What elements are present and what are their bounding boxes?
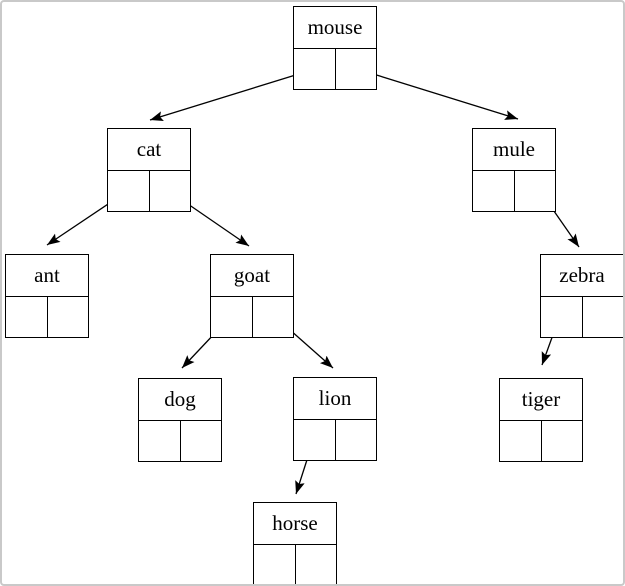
node-label: goat [211,255,293,297]
pointer-cells [541,297,623,337]
tree-node-tiger: tiger [499,378,583,462]
right-pointer-cell [336,420,377,460]
tree-node-mule: mule [472,128,556,212]
right-pointer-cell [336,49,377,89]
left-pointer-cell [500,421,542,461]
node-label: mouse [294,7,376,49]
right-pointer-cell [150,171,191,211]
tree-node-goat: goat [210,254,294,338]
left-pointer-cell [6,297,48,337]
tree-node-horse: horse [253,502,337,584]
pointer-cells [294,49,376,89]
pointer-cells [473,171,555,211]
pointer-cells [211,297,293,337]
left-pointer-cell [473,171,515,211]
tree-node-mouse: mouse [293,6,377,90]
tree-node-ant: ant [5,254,89,338]
node-label: zebra [541,255,623,297]
node-label: tiger [500,379,582,421]
left-pointer-cell [254,545,296,584]
node-label: cat [108,129,190,171]
left-pointer-cell [211,297,253,337]
right-pointer-cell [181,421,222,461]
left-pointer-cell [108,171,150,211]
pointer-cells [254,545,337,584]
node-label: lion [294,378,376,420]
right-pointer-cell [583,297,624,337]
right-pointer-cell [515,171,556,211]
right-pointer-cell [542,421,583,461]
pointer-cells [6,297,88,337]
pointer-cells [294,420,376,460]
edge-mouse-right-to-mule [353,67,519,120]
left-pointer-cell [139,421,181,461]
node-label: ant [6,255,88,297]
left-pointer-cell [294,420,336,460]
edge-mouse-left-to-cat [149,68,316,121]
node-label: dog [139,379,221,421]
tree-node-dog: dog [138,378,222,462]
tree-node-cat: cat [107,128,191,212]
pointer-cells [139,421,221,461]
pointer-cells [500,421,582,461]
tree-node-zebra: zebra [540,254,623,338]
left-pointer-cell [294,49,336,89]
right-pointer-cell [48,297,89,337]
left-pointer-cell [541,297,583,337]
node-label: mule [473,129,555,171]
pointer-cells [108,171,190,211]
node-label: horse [254,503,336,545]
tree-node-lion: lion [293,377,377,461]
right-pointer-cell [296,545,337,584]
right-pointer-cell [253,297,294,337]
